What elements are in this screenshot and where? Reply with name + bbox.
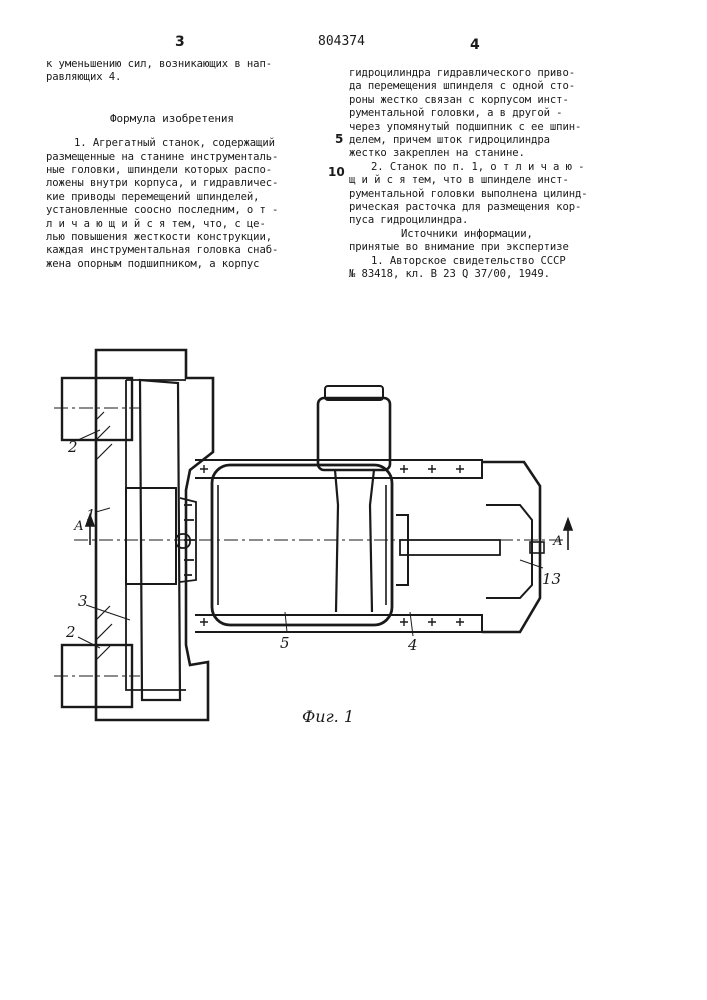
housing-inner xyxy=(218,485,386,605)
label-spindle: 3 xyxy=(78,592,88,610)
housing xyxy=(212,465,392,625)
label-housing: 5 xyxy=(280,634,290,652)
centre-lines xyxy=(54,408,565,676)
label-section-left: А xyxy=(73,519,84,534)
spindle-flange xyxy=(396,515,408,585)
guide-rail-bottom xyxy=(195,615,482,632)
rotor-hub xyxy=(126,488,176,584)
label-bracket-bottom: 2 xyxy=(65,623,76,641)
label-guides: 4 xyxy=(407,636,418,654)
label-frame: 1 xyxy=(86,506,96,524)
figure-caption: Фиг. 1 xyxy=(302,707,354,726)
label-bracket-top: 2 xyxy=(67,438,78,456)
spindle-rod xyxy=(400,540,500,555)
tool-head-inner xyxy=(486,505,532,598)
guide-crosses xyxy=(200,465,464,626)
label-tool-head: 13 xyxy=(542,570,561,588)
label-section-right: А xyxy=(552,534,563,549)
motor-stem xyxy=(335,470,374,612)
hatching xyxy=(96,412,112,660)
